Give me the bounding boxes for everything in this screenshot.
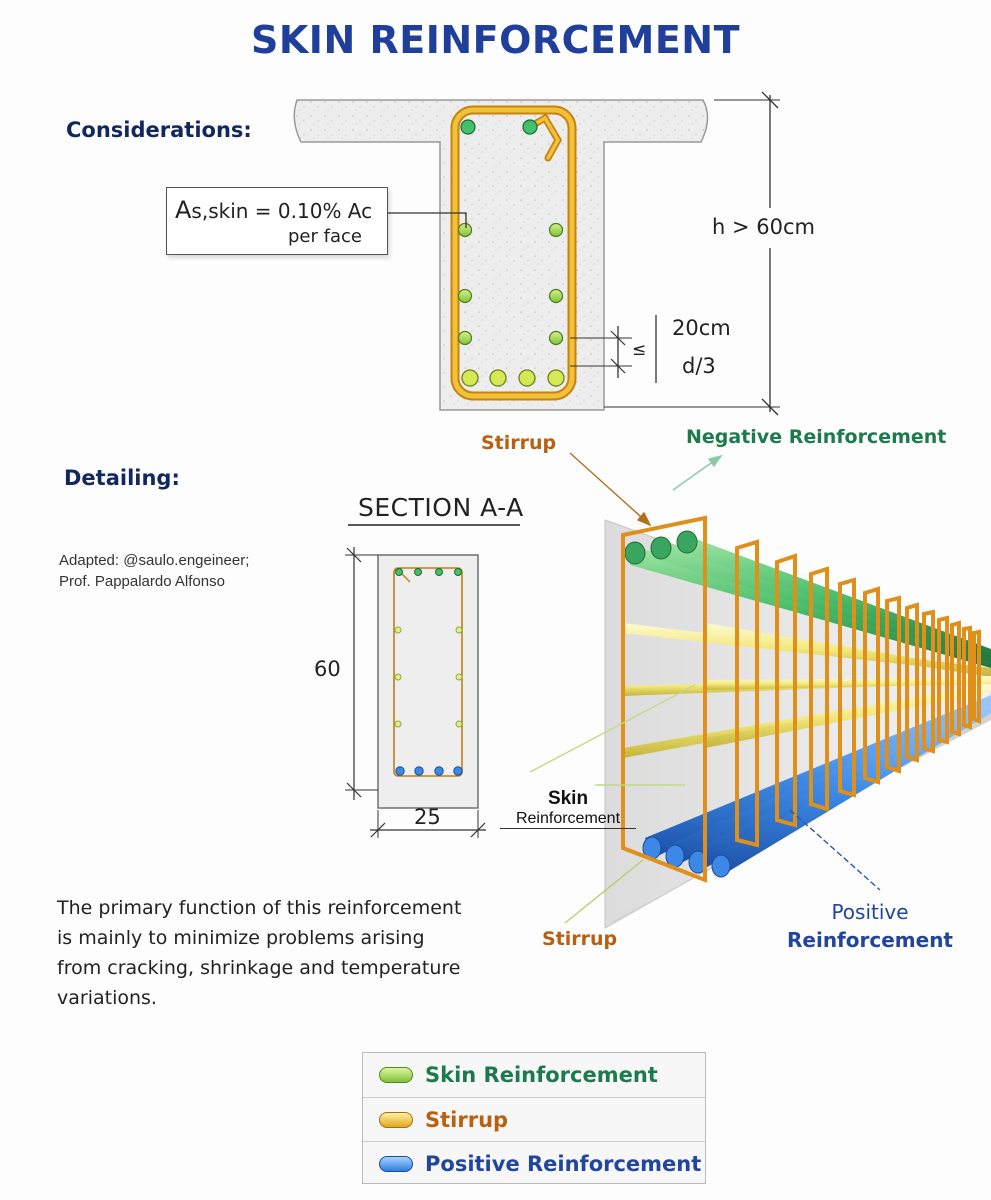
legend-swatch-skin [379, 1066, 413, 1083]
legend: Skin Reinforcement Stirrup Positive Rein… [362, 1052, 706, 1184]
legend-item-stirrup: Stirrup [363, 1097, 705, 1141]
positive-reinforcement-label: Positive Reinforcement [780, 898, 960, 954]
legend-swatch-positive [379, 1155, 413, 1172]
beam-3d-stirrups [621, 515, 981, 883]
legend-label-skin: Skin Reinforcement [425, 1062, 658, 1087]
skin-area-formula-box: As,skin = 0.10% Ac per face [166, 187, 388, 255]
skin-label-line-2: Reinforcement [500, 810, 636, 829]
section-width-label: 25 [414, 805, 441, 829]
considerations-heading: Considerations: [66, 118, 252, 142]
legend-label-positive: Positive Reinforcement [425, 1151, 702, 1176]
spacing-value-d3: d/3 [682, 354, 716, 378]
t-beam-section-drawing [293, 91, 830, 416]
section-top-bars [395, 568, 462, 576]
legend-item-positive: Positive Reinforcement [363, 1141, 705, 1185]
credit-text: Adapted: @saulo.engeineer; Prof. Pappala… [59, 550, 249, 592]
legend-label-stirrup: Stirrup [425, 1107, 509, 1132]
skin-label-line-1: Skin [547, 788, 589, 809]
description-line-4: variations. [57, 987, 157, 1009]
description-line-2: is mainly to minimize problems arising [57, 927, 425, 949]
formula-text: s,skin = 0.10% Ac [191, 199, 373, 223]
section-stirrup [393, 567, 463, 777]
section-bottom-bars [395, 766, 463, 776]
formula-subtext: per face [288, 226, 362, 247]
section-title: SECTION A-A [358, 493, 524, 522]
t-beam-skin-bars [457, 222, 564, 346]
t-beam-bottom-bars [461, 369, 565, 387]
spacing-value-20cm: 20cm [672, 316, 731, 340]
description-text: The primary function of this reinforceme… [57, 893, 461, 1013]
height-dimension-label: h > 60cm [712, 215, 815, 239]
stirrup-label-bottom: Stirrup [542, 928, 618, 950]
legend-item-skin: Skin Reinforcement [363, 1053, 705, 1096]
positive-label-line-1: Positive [831, 900, 909, 924]
section-height-label: 60 [314, 657, 341, 681]
section-a-a-drawing [345, 524, 520, 838]
negative-reinforcement-label: Negative Reinforcement [686, 426, 947, 448]
legend-swatch-stirrup [379, 1111, 413, 1128]
skin-reinforcement-label: Skin Reinforcement [500, 788, 636, 829]
detailing-heading: Detailing: [64, 466, 180, 490]
credit-line-2: Prof. Pappalardo Alfonso [59, 573, 225, 590]
page-title: SKIN REINFORCEMENT [250, 18, 740, 62]
stirrup-label-top: Stirrup [481, 432, 557, 454]
section-skin-bars [394, 626, 463, 728]
credit-line-1: Adapted: @saulo.engeineer; [59, 552, 250, 569]
positive-label-line-2: Reinforcement [787, 928, 953, 952]
section-concrete [377, 554, 479, 809]
description-line-3: from cracking, shrinkage and temperature [57, 957, 461, 979]
description-line-1: The primary function of this reinforceme… [57, 897, 462, 919]
t-beam-concrete [293, 99, 709, 411]
spacing-symbol: ≤ [632, 340, 647, 360]
beam-3d-cage-drawing [529, 452, 991, 929]
formula-prefix: A [175, 196, 192, 224]
